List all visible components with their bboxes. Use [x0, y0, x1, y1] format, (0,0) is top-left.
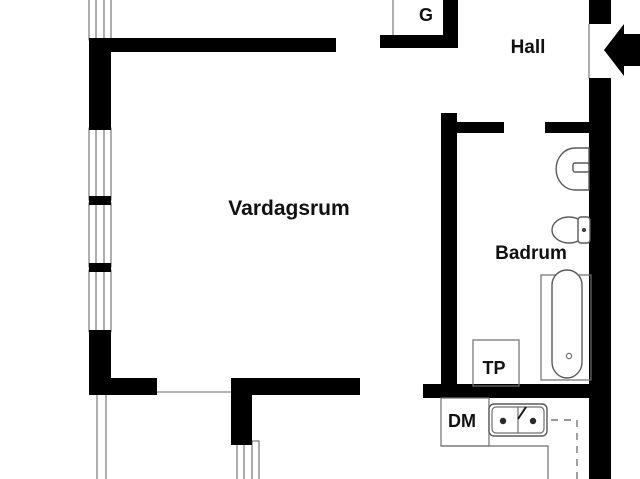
- laundry-unit-box: [472, 339, 520, 387]
- annotation-label-closet: G: [419, 5, 433, 25]
- toilet-icon: [551, 216, 591, 244]
- wall-right-top: [589, 0, 611, 24]
- wall-bath-top-right-stub: [545, 122, 591, 133]
- entrance-arrow-icon: [604, 24, 640, 76]
- wall-right-main: [589, 78, 611, 479]
- bathroom-sink-icon: [555, 147, 590, 191]
- wall-bath-top-left-stub: [452, 122, 504, 133]
- wall-living-bottom-right: [231, 378, 360, 395]
- bathroom-fixtures: [472, 147, 592, 387]
- bathtub-icon: [540, 269, 592, 381]
- wall-left-nib-1: [89, 196, 111, 205]
- wall-bath-bottom: [423, 384, 591, 398]
- kitchen-sink-icon: [488, 403, 548, 437]
- wall-left-upper: [89, 38, 111, 130]
- annotation-label-dishwasher: DM: [448, 411, 476, 431]
- window-bottom-left: [96, 395, 107, 479]
- wall-living-bottom-stub: [231, 378, 252, 445]
- wall-living-bottom-left: [89, 378, 157, 395]
- wall-closet-right: [443, 0, 458, 42]
- wall-bath-left: [441, 113, 457, 385]
- upper-cabinet-dashed: [551, 419, 578, 479]
- wall-living-top: [89, 38, 336, 52]
- room-label-hall: Hall: [511, 37, 546, 58]
- counter-outline: [441, 445, 549, 479]
- room-label-vardagsrum: Vardagsrum: [228, 197, 349, 220]
- wall-closet-bottom: [380, 35, 458, 48]
- kitchen-fixtures: [440, 397, 578, 479]
- wall-group: [89, 0, 611, 479]
- annotation-label-laundry: TP: [482, 358, 505, 378]
- wall-left-nib-2: [89, 263, 111, 272]
- room-label-badrum: Badrum: [495, 243, 567, 264]
